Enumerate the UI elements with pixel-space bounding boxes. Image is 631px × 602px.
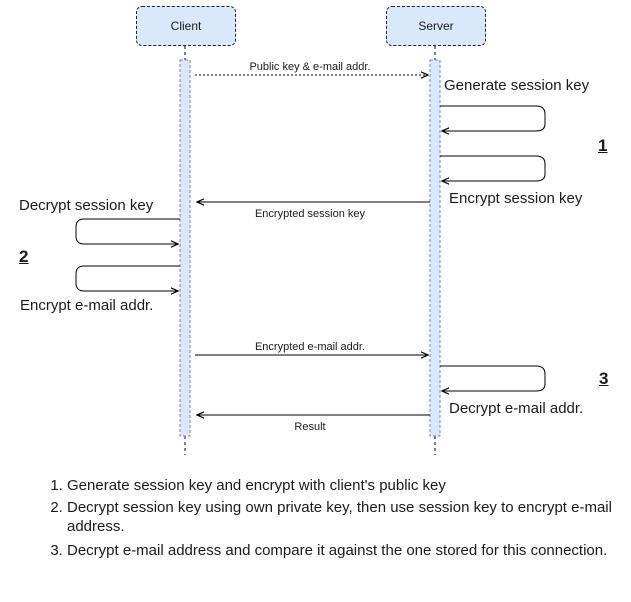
public-key-message-label: Public key & e-mail addr. [249,61,371,73]
encrypt-email-note: Encrypt e-mail addr. [20,297,154,314]
server-participant: Server [386,6,486,46]
decrypt-email-note: Decrypt e-mail addr. [449,400,584,417]
legend-item: Decrypt session key using own private ke… [67,498,631,536]
server-activation-bar [429,59,441,437]
encrypt-session-key-note: Encrypt session key [449,190,583,207]
generate-session-key-self-arrow [440,105,546,131]
encrypt-email-self-arrow [75,265,180,291]
client-activation-bar [179,59,191,437]
step-number-1: 1 [598,136,608,155]
encrypted-email-message-label: Encrypted e-mail addr. [254,341,366,353]
result-message-label: Result [294,421,326,433]
encrypt-session-key-self-arrow [440,155,546,181]
step-number-3: 3 [599,369,609,388]
client-participant: Client [136,6,236,46]
decrypt-session-key-note: Decrypt session key [19,197,154,214]
decrypt-session-key-self-arrow [75,218,180,244]
step-number-2: 2 [19,247,29,266]
steps-legend: Generate session key and encrypt with cl… [30,476,631,566]
encrypted-session-key-message-label: Encrypted session key [254,208,366,220]
sequence-diagram [75,46,546,455]
legend-item: Decrypt e-mail address and compare it ag… [67,539,631,563]
decrypt-email-self-arrow [440,365,546,391]
legend-item: Generate session key and encrypt with cl… [67,476,631,495]
generate-session-key-note: Generate session key [444,77,590,94]
